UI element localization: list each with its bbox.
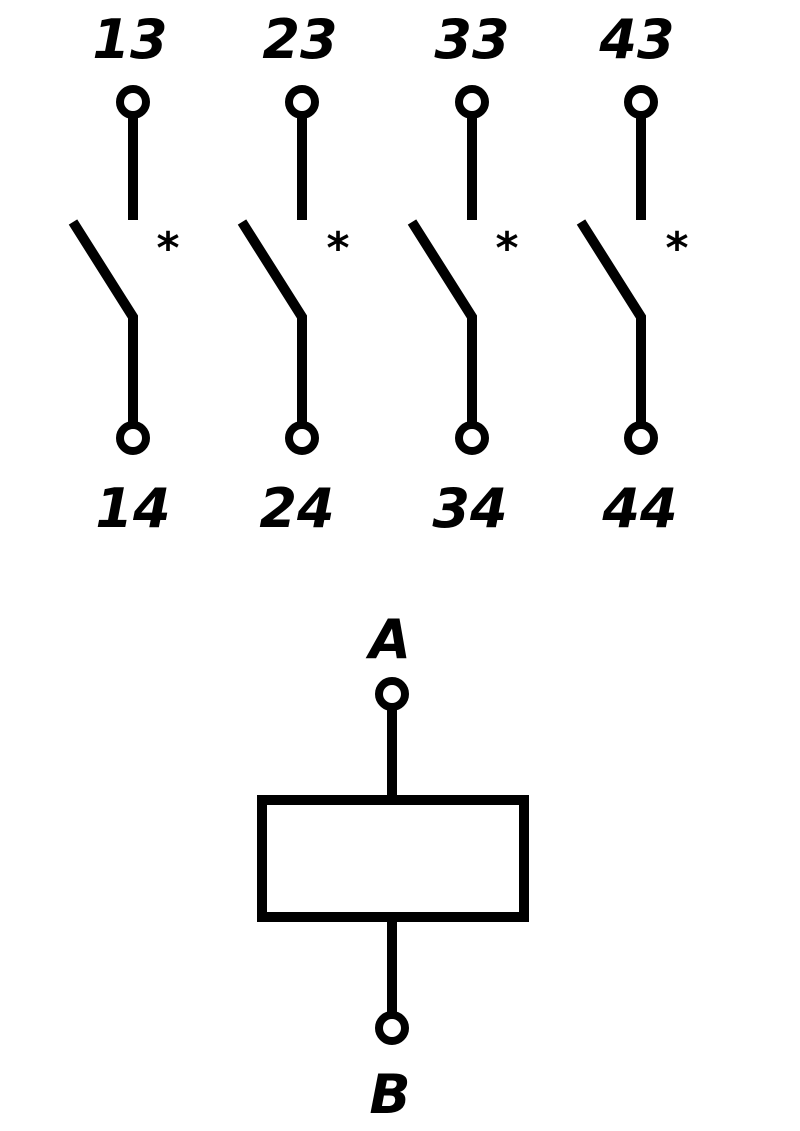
contact-4-top-terminal <box>624 85 658 119</box>
contact-4-switch-blade <box>576 219 646 425</box>
contact-2-bottom-label: 24 <box>259 477 334 540</box>
contact-1-switch-blade <box>68 219 138 425</box>
contact-2-top-terminal <box>285 85 319 119</box>
contact-4: 43 * 44 <box>576 8 689 540</box>
contact-4-marker: * <box>665 223 688 274</box>
contact-1-top-terminal <box>116 85 150 119</box>
contact-4-top-label: 43 <box>598 8 674 71</box>
contact-3-bottom-terminal <box>455 421 489 455</box>
coil-top-label: A <box>365 608 411 671</box>
contact-4-bottom-label: 44 <box>601 477 677 540</box>
contact-2: 23 * 24 <box>237 8 350 540</box>
contact-2-bottom-terminal <box>285 421 319 455</box>
contact-3-switch-blade <box>407 219 477 425</box>
contact-1-top-label: 13 <box>92 8 167 71</box>
contact-1-marker: * <box>156 223 179 274</box>
contact-4-bottom-terminal <box>624 421 658 455</box>
coil-bottom-label: B <box>369 1063 410 1126</box>
contact-1: 13 * 14 <box>68 8 180 540</box>
coil-bottom-terminal <box>375 1011 409 1045</box>
contact-2-switch-blade <box>237 219 307 425</box>
contact-3: 33 * 34 <box>407 8 519 540</box>
coil-top-terminal <box>375 677 409 711</box>
coil-body <box>257 795 529 922</box>
contact-3-top-label: 33 <box>434 8 509 71</box>
contact-2-top-label: 23 <box>262 8 337 71</box>
contact-1-bottom-label: 14 <box>95 477 170 540</box>
contact-3-marker: * <box>495 223 518 274</box>
contact-3-bottom-label: 34 <box>432 477 507 540</box>
coil: A B <box>257 608 529 1126</box>
contact-1-bottom-terminal <box>116 421 150 455</box>
contact-2-marker: * <box>326 223 349 274</box>
contact-3-top-terminal <box>455 85 489 119</box>
